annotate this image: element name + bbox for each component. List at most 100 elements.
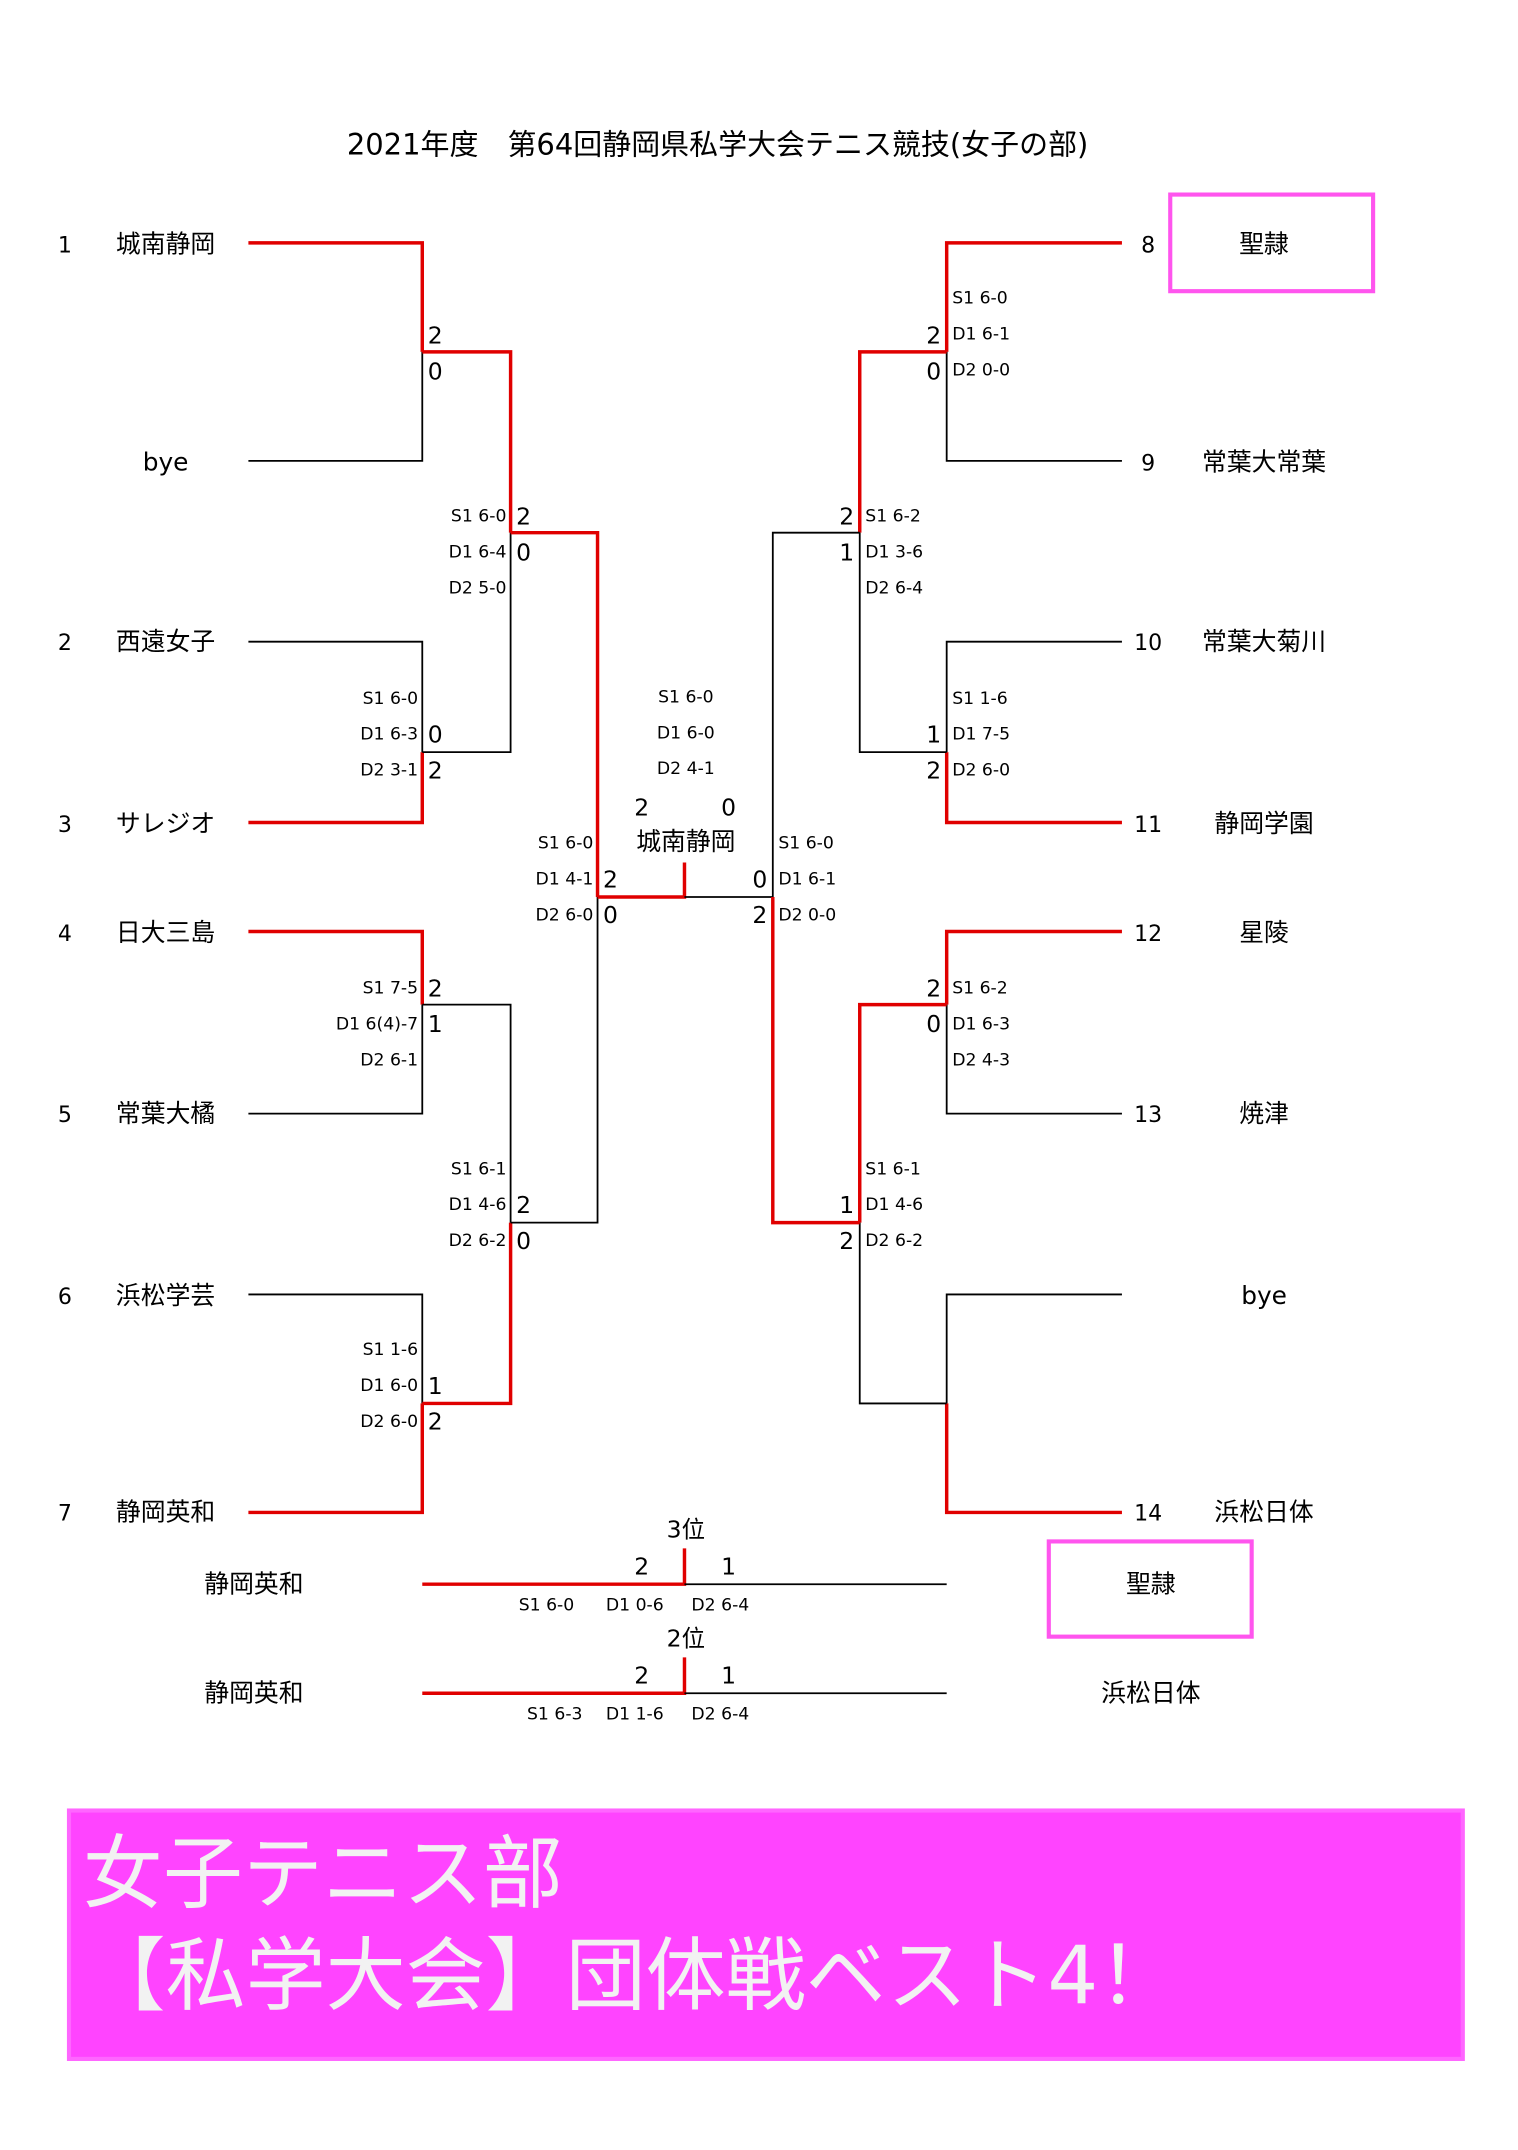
match-R1_r2: S1 6-2 D1 3-6 D2 6-4 2 1	[839, 502, 923, 598]
match-score-bottom: 0	[428, 357, 443, 385]
team-name: 星陵	[1239, 918, 1289, 947]
bracket-line-winner	[248, 1403, 425, 1515]
match-detail: S1 6-0	[519, 1595, 575, 1615]
match-detail: D2 6-4	[865, 578, 923, 598]
match-detail: S1 6-0	[363, 689, 419, 709]
match-detail: D2 6-0	[952, 761, 1010, 781]
match-detail: D2 0-0	[778, 905, 836, 925]
match-R2_r1: S1 1-6 D1 7-5 D2 6-0 1 2	[926, 689, 1010, 785]
match-detail: S1 1-6	[363, 1340, 419, 1360]
match-detail: S1 6-0	[778, 834, 834, 854]
second-place-match: 2位 静岡英和 浜松日体 2 1 S1 6-3 D1 1-6 D2 6-4	[204, 1624, 1200, 1724]
match-detail: S1 6-3	[527, 1704, 583, 1724]
bracket-line-loser	[945, 640, 1122, 753]
bracket-line-loser	[248, 1293, 424, 1404]
match-score-bottom: 2	[428, 756, 443, 784]
match-detail: S1 6-2	[952, 979, 1008, 999]
team-name: 西遠女子	[116, 627, 215, 656]
match-score-bottom: 0	[516, 1227, 531, 1255]
match-detail: D2 6-0	[360, 1412, 418, 1432]
bracket-line-loser	[771, 531, 860, 897]
match-score-bottom: 2	[428, 1408, 443, 1436]
match-detail: D1 6-3	[360, 725, 418, 745]
bracket-line-winner	[944, 1403, 1122, 1515]
match-R_semi: S1 6-0 D1 6-1 D2 0-0 0 2	[752, 834, 836, 930]
team-seed: 13	[1134, 1103, 1162, 1128]
team-name: 静岡英和	[116, 1498, 215, 1527]
bracket-line-winner	[944, 929, 1122, 1005]
team-seed: 3	[58, 813, 72, 838]
bracket-line-winner	[944, 752, 1122, 825]
match-detail: S1 6-0	[658, 687, 714, 707]
match-L3_r1: S1 7-5 D1 6(4)-7 D2 6-1 2 1	[336, 974, 443, 1070]
match-detail: D2 5-0	[449, 578, 507, 598]
team-seed: 1	[58, 234, 72, 259]
bracket-line-loser	[858, 532, 947, 753]
team-name: 浜松学芸	[116, 1281, 215, 1310]
match-detail: D1 6-3	[952, 1014, 1010, 1034]
match-score-top: 0	[752, 865, 767, 893]
team-seed: 9	[1141, 452, 1155, 477]
bracket-lines	[248, 241, 1122, 1695]
match-score-bottom: 0	[603, 901, 618, 929]
match-detail: D1 4-6	[865, 1195, 923, 1215]
match-score-top: 0	[428, 720, 443, 748]
match-score-top: 2	[926, 322, 941, 350]
bracket-line-winner	[422, 350, 513, 533]
match-score-bottom: 1	[428, 1010, 443, 1038]
match-R2_r2: S1 6-1 D1 4-6 D2 6-2 1 2	[839, 1159, 923, 1255]
match-score-bottom: 0	[926, 1010, 941, 1038]
match-R1_r1: S1 6-0 D1 6-1 D2 0-0 2 0	[926, 289, 1010, 386]
match-detail: D1 6-0	[657, 723, 715, 743]
team-name: 静岡学園	[1214, 809, 1313, 838]
match-score-bottom: 0	[926, 357, 941, 385]
match-score-top: 2	[839, 502, 854, 530]
match-detail: D1 6(4)-7	[336, 1014, 418, 1034]
match-detail: D1 3-6	[865, 543, 923, 563]
match-detail: D2 6-2	[449, 1231, 507, 1251]
bracket-line-loser	[510, 896, 599, 1224]
bracket-line-winner	[422, 1222, 513, 1406]
highlight-box-seirei-third	[1046, 1539, 1254, 1639]
placement-left-team: 静岡英和	[204, 1679, 303, 1708]
banner-line-2: 【私学大会】団体戦ベスト4！	[86, 1930, 1179, 2023]
bracket-line-loser	[422, 1003, 512, 1223]
match-detail: D1 6-1	[778, 870, 836, 890]
bracket-line-winner	[248, 241, 425, 352]
match-detail: S1 6-1	[451, 1159, 507, 1179]
match-detail: D2 6-1	[360, 1050, 418, 1070]
bracket-line-loser	[858, 1222, 947, 1405]
placement-right-score: 1	[721, 1662, 736, 1690]
match-detail: D2 6-2	[865, 1231, 923, 1251]
page-title: 2021年度 第64回静岡県私学大会テニス競技(女子の部)	[347, 128, 1089, 162]
match-detail: D1 7-5	[952, 725, 1010, 745]
match-L2_r2: S1 6-1 D1 4-6 D2 6-2 2 0	[449, 1159, 531, 1255]
match-detail: S1 7-5	[363, 979, 419, 999]
bracket-line-winner	[858, 350, 947, 533]
match-L1_r1: 2 0	[428, 322, 443, 386]
match-L_semi: S1 6-0 D1 4-1 D2 6-0 2 0	[536, 834, 618, 930]
match-final: S1 6-0 D1 6-0 D2 4-1 2 0 城南静岡	[634, 687, 736, 856]
match-score-bottom: 2	[752, 901, 767, 929]
match-detail: D1 6-0	[360, 1376, 418, 1396]
team-name: 焼津	[1239, 1099, 1289, 1128]
match-score-top: 1	[839, 1191, 854, 1219]
match-score-top: 2	[516, 1191, 531, 1219]
bracket-line-loser	[945, 351, 1122, 462]
team-name: 常葉大菊川	[1202, 627, 1326, 656]
bracket-line-loser	[248, 640, 424, 753]
bracket-line-loser	[248, 351, 424, 462]
match-detail: D2 6-0	[536, 905, 594, 925]
team-name: 城南静岡	[116, 230, 215, 259]
banner-line-1: 女子テニス部	[83, 1828, 563, 1921]
match-score-top: 2	[428, 322, 443, 350]
team-seed: 10	[1134, 631, 1162, 656]
team-name: サレジオ	[116, 809, 215, 838]
bracket-line-winner	[510, 530, 600, 897]
match-detail: D2 3-1	[360, 761, 418, 781]
match-detail: D1 6-4	[449, 543, 507, 563]
placement-label: 2位	[667, 1624, 705, 1652]
team-seed: 11	[1134, 813, 1162, 838]
right-teams: 8 聖隷 9 常葉大常葉 10 常葉大菊川 11 静岡学園 12 星陵 13 焼…	[1134, 230, 1326, 1527]
match-score-top: 2	[603, 865, 618, 893]
